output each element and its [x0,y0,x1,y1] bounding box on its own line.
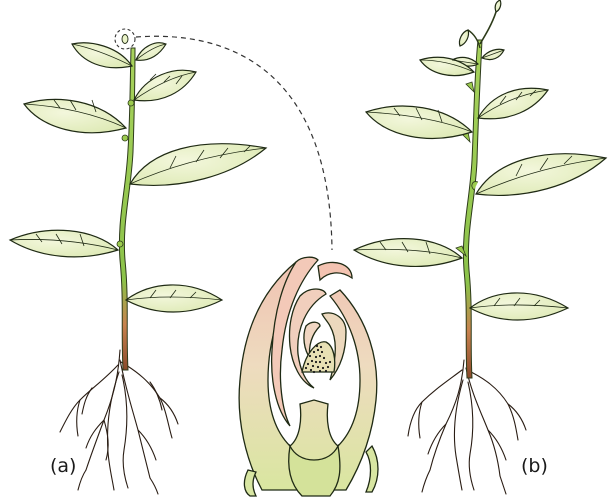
plant-b [354,0,606,494]
plant-a-roots [60,350,178,494]
plant-a-stem [119,48,135,370]
connector-dashed-line [136,36,332,250]
shoot-apex-section [239,257,378,496]
plant-b-roots [408,360,526,494]
label-a: (a) [50,455,76,477]
label-b: (b) [521,455,548,477]
plant-a [10,29,266,494]
plant-a-leaves [10,43,266,312]
